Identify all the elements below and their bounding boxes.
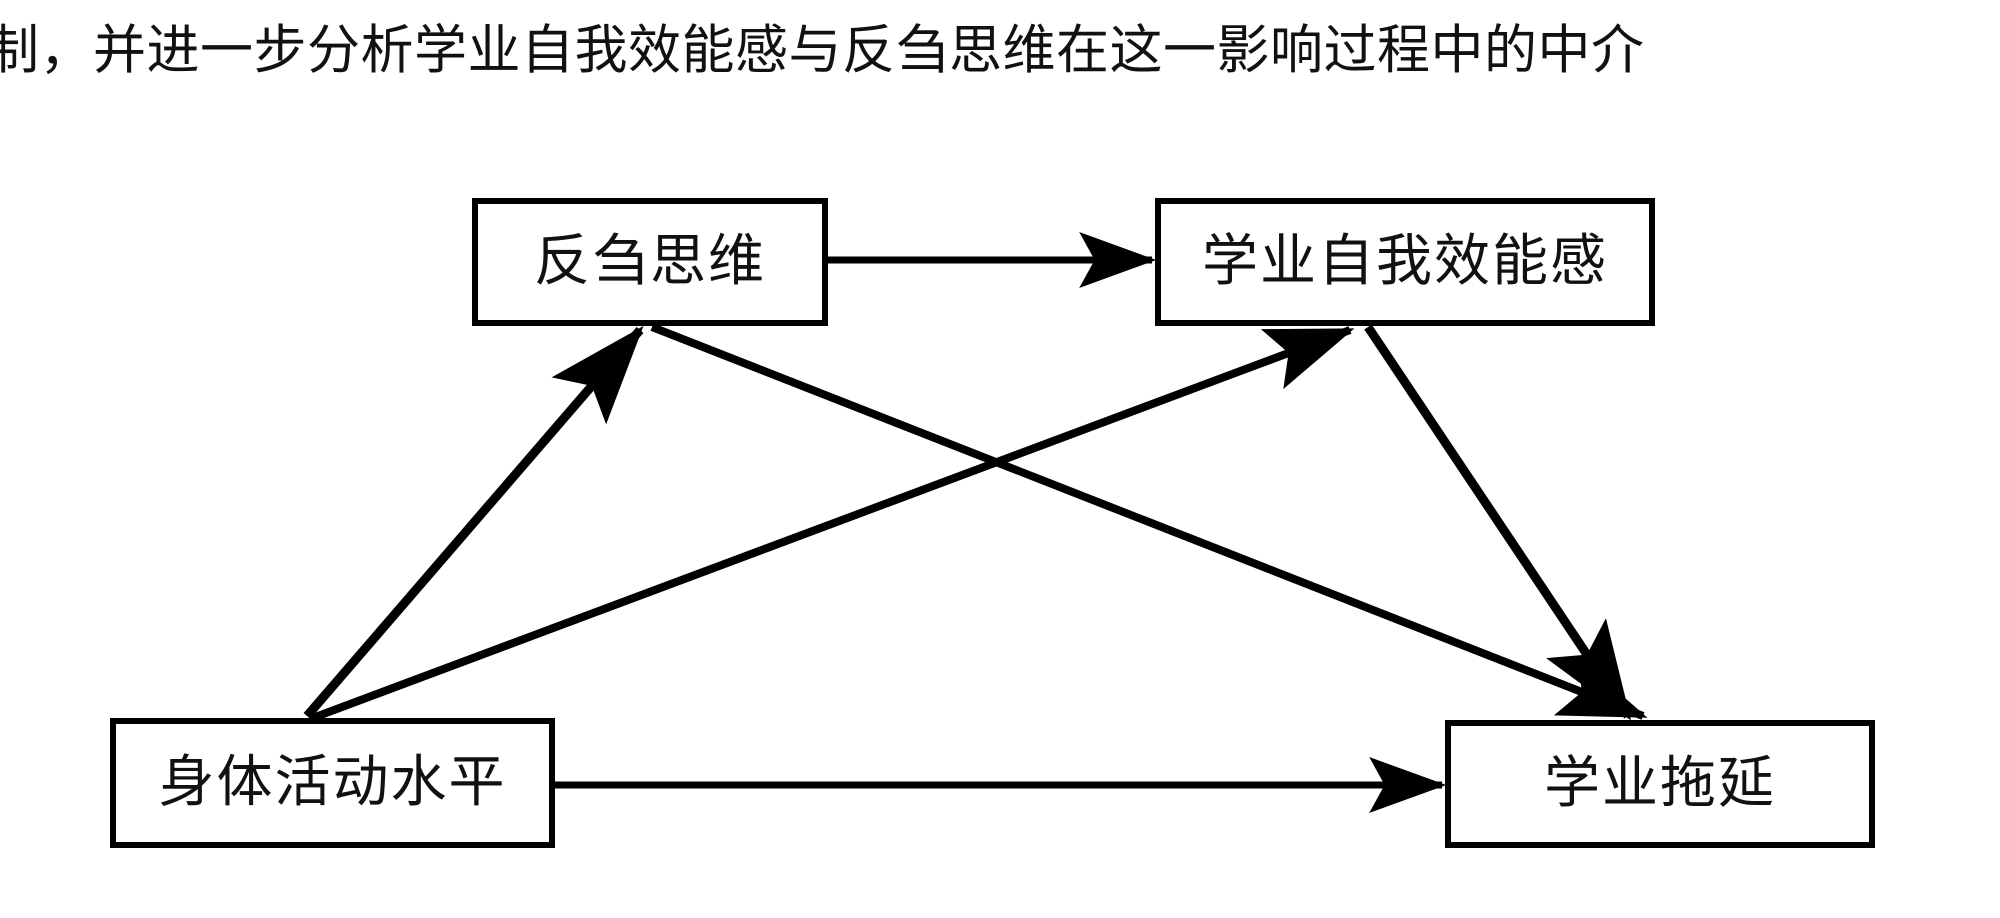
edge-physical-activity-to-rumination <box>303 325 644 719</box>
edge-self-efficacy-to-procrastination <box>1364 324 1632 721</box>
node-physical-activity-level[interactable]: 身体活动水平 <box>110 718 555 848</box>
edge-physical-activity-to-self-efficacy <box>308 326 1355 723</box>
node-rumination-label: 反刍思维 <box>534 231 766 293</box>
node-academic-self-efficacy[interactable]: 学业自我效能感 <box>1155 198 1655 326</box>
page-header-text: 制，并进一步分析学业自我效能感与反刍思维在这一影响过程中的中介 <box>0 22 1645 80</box>
node-academic-procrastination[interactable]: 学业拖延 <box>1445 720 1875 848</box>
node-physical-activity-level-label: 身体活动水平 <box>158 752 507 814</box>
edge-rumination-to-procrastination <box>650 323 1648 720</box>
node-academic-self-efficacy-label: 学业自我效能感 <box>1202 231 1608 293</box>
node-rumination[interactable]: 反刍思维 <box>472 198 828 326</box>
node-academic-procrastination-label: 学业拖延 <box>1544 753 1776 815</box>
